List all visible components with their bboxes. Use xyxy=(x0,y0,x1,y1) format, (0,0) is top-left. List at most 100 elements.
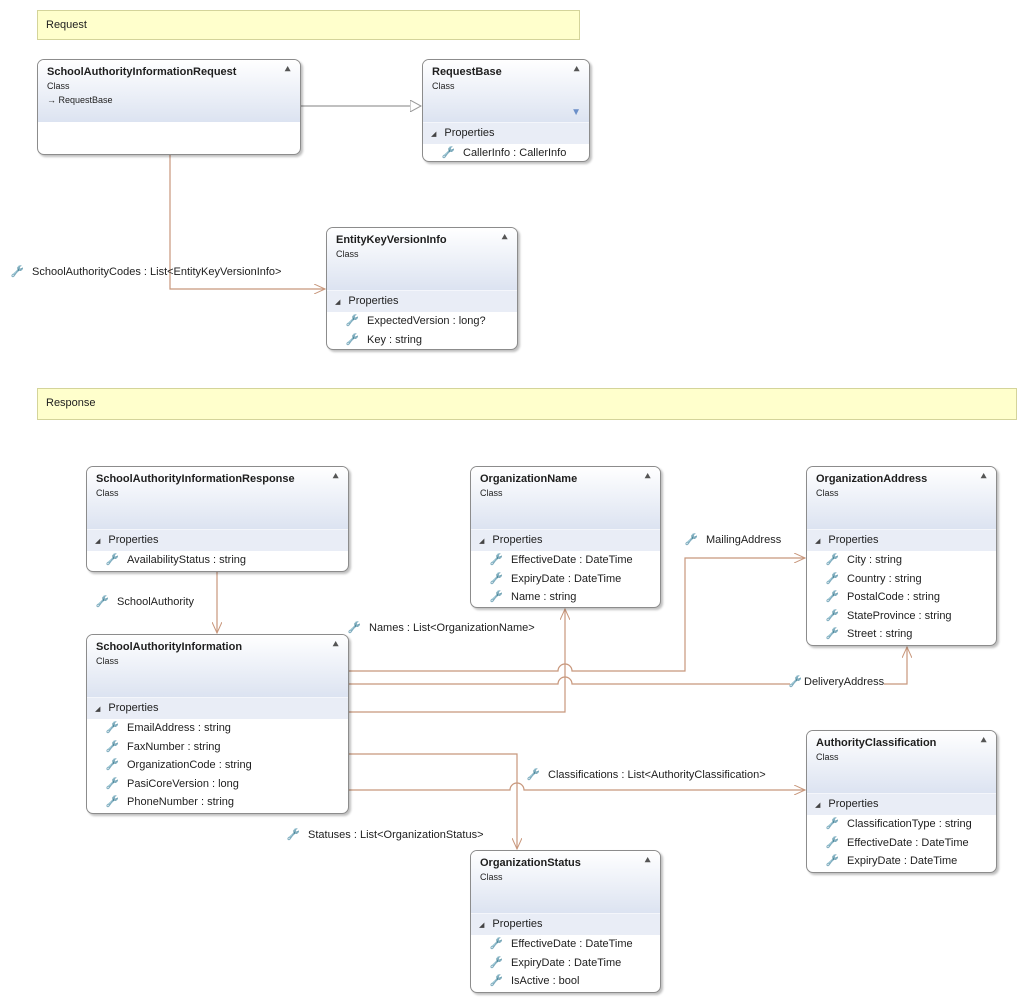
properties-section-toggle[interactable]: ◢Properties xyxy=(807,793,996,815)
collapse-chevron-icon[interactable]: ⯅ xyxy=(643,471,652,483)
wrench-icon: 🔧 xyxy=(825,818,839,830)
property-item[interactable]: 🔧AvailabilityStatus : string xyxy=(87,551,348,570)
class-name: SchoolAuthorityInformationRequest xyxy=(47,66,237,78)
properties-section-toggle[interactable]: ◢Properties xyxy=(327,290,517,312)
collapse-chevron-icon[interactable]: ⯅ xyxy=(500,232,509,244)
class-header[interactable]: EntityKeyVersionInfo Class ⯅ xyxy=(327,228,517,290)
class-shape-authclass[interactable]: AuthorityClassification Class ⯅ ◢Propert… xyxy=(806,730,997,873)
class-header[interactable]: OrganizationStatus Class ⯅ xyxy=(471,851,660,913)
collapse-chevron-icon[interactable]: ⯅ xyxy=(979,735,988,747)
property-item[interactable]: 🔧EffectiveDate : DateTime xyxy=(471,551,660,570)
properties-section-toggle[interactable]: ◢Properties xyxy=(471,529,660,551)
wrench-icon: 🔧 xyxy=(105,554,119,566)
property-item[interactable]: 🔧ExpiryDate : DateTime xyxy=(471,570,660,589)
request-comment[interactable]: Request xyxy=(37,10,580,40)
class-shape-sair[interactable]: SchoolAuthorityInformationRequest Class … xyxy=(37,59,301,155)
class-header[interactable]: AuthorityClassification Class ⯅ xyxy=(807,731,996,793)
response-comment[interactable]: Response xyxy=(37,388,1017,420)
wrench-icon: 🔧 xyxy=(489,572,503,585)
class-shape-sai[interactable]: SchoolAuthorityInformation Class ⯅ ◢Prop… xyxy=(86,634,349,814)
association-label-statuses[interactable]: 🔧Statuses : List<OrganizationStatus> xyxy=(286,829,484,841)
property-item[interactable]: 🔧CallerInfo : CallerInfo xyxy=(423,144,589,161)
property-item[interactable]: 🔧Name : string xyxy=(471,588,660,607)
property-item[interactable]: 🔧Key : string xyxy=(327,331,517,350)
collapse-chevron-icon[interactable]: ⯅ xyxy=(331,639,340,651)
wrench-icon: 🔧 xyxy=(825,855,839,867)
property-item[interactable]: 🔧StateProvince : string xyxy=(807,607,996,626)
collapse-chevron-icon[interactable]: ⯅ xyxy=(979,471,988,483)
properties-section-toggle[interactable]: ◢Properties xyxy=(471,913,660,935)
expand-triangle-icon: ◢ xyxy=(335,299,341,306)
property-item[interactable]: 🔧EffectiveDate : DateTime xyxy=(807,834,996,853)
class-kind: Class xyxy=(816,488,839,498)
wrench-icon: 🔧 xyxy=(286,829,300,841)
statuses-line xyxy=(349,753,517,849)
wrench-icon: 🔧 xyxy=(489,956,503,969)
class-shape-ekvi[interactable]: EntityKeyVersionInfo Class ⯅ ◢Properties… xyxy=(326,227,518,350)
properties-section-toggle[interactable]: ◢Properties xyxy=(807,529,996,551)
wrench-icon: 🔧 xyxy=(489,554,503,566)
class-shape-orgaddr[interactable]: OrganizationAddress Class ⯅ ◢Properties🔧… xyxy=(806,466,997,646)
property-item[interactable]: 🔧Country : string xyxy=(807,570,996,589)
class-header[interactable]: RequestBase Class ⯅ ▼ xyxy=(423,60,589,122)
class-kind: Class xyxy=(336,249,359,259)
association-label-school-authority[interactable]: 🔧SchoolAuthority xyxy=(95,596,195,608)
expand-triangle-icon: ◢ xyxy=(95,706,101,713)
property-item[interactable]: 🔧FaxNumber : string xyxy=(87,738,348,757)
property-item[interactable]: 🔧PostalCode : string xyxy=(807,588,996,607)
expand-triangle-icon: ◢ xyxy=(815,802,821,809)
properties-section-toggle[interactable]: ◢Properties xyxy=(423,122,589,144)
property-item[interactable]: 🔧EffectiveDate : DateTime xyxy=(471,935,660,954)
class-kind: Class xyxy=(47,81,70,91)
property-item[interactable]: 🔧EmailAddress : string xyxy=(87,719,348,738)
wrench-icon: 🔧 xyxy=(489,591,503,603)
property-item[interactable]: 🔧ExpiryDate : DateTime xyxy=(471,954,660,973)
association-label-classifications[interactable]: 🔧Classifications : List<AuthorityClassif… xyxy=(526,769,766,781)
class-header[interactable]: SchoolAuthorityInformationResponse Class… xyxy=(87,467,348,529)
class-header[interactable]: OrganizationAddress Class ⯅ xyxy=(807,467,996,529)
property-item[interactable]: 🔧PhoneNumber : string xyxy=(87,793,348,812)
class-header[interactable]: SchoolAuthorityInformation Class ⯅ xyxy=(87,635,348,697)
wrench-icon: 🔧 xyxy=(105,759,119,771)
property-item[interactable]: 🔧PasiCoreVersion : long xyxy=(87,775,348,794)
property-item[interactable]: 🔧ExpectedVersion : long? xyxy=(327,312,517,331)
expand-triangle-icon: ◢ xyxy=(95,538,101,545)
class-kind: Class xyxy=(480,872,503,882)
collapse-chevron-icon[interactable]: ⯅ xyxy=(643,855,652,867)
collapse-chevron-icon[interactable]: ⯅ xyxy=(331,471,340,483)
class-header[interactable]: SchoolAuthorityInformationRequest Class … xyxy=(38,60,300,122)
class-header[interactable]: OrganizationName Class ⯅ xyxy=(471,467,660,529)
property-item[interactable]: 🔧OrganizationCode : string xyxy=(87,756,348,775)
association-label-names[interactable]: 🔧Names : List<OrganizationName> xyxy=(347,622,535,634)
class-kind: Class xyxy=(432,81,455,91)
property-item[interactable]: 🔧IsActive : bool xyxy=(471,972,660,991)
properties-section-toggle[interactable]: ◢Properties xyxy=(87,529,348,551)
association-label-school-authority-codes[interactable]: 🔧SchoolAuthorityCodes : List<EntityKeyVe… xyxy=(10,266,282,278)
delivery-address-line xyxy=(349,647,907,685)
class-shape-requestbase[interactable]: RequestBase Class ⯅ ▼ ◢Properties🔧Caller… xyxy=(422,59,590,162)
property-item[interactable]: 🔧ExpiryDate : DateTime xyxy=(807,852,996,871)
properties-section-toggle[interactable]: ◢Properties xyxy=(87,697,348,719)
class-name: AuthorityClassification xyxy=(816,737,937,749)
property-item[interactable]: 🔧City : string xyxy=(807,551,996,570)
filter-icon[interactable]: ▼ xyxy=(571,107,581,118)
wrench-icon: 🔧 xyxy=(825,554,839,566)
names-line xyxy=(349,609,565,713)
wrench-icon: 🔧 xyxy=(105,777,119,790)
wrench-icon: 🔧 xyxy=(825,836,839,849)
property-item[interactable]: 🔧ClassificationType : string xyxy=(807,815,996,834)
class-shape-sairesp[interactable]: SchoolAuthorityInformationResponse Class… xyxy=(86,466,349,572)
collapse-chevron-icon[interactable]: ⯅ xyxy=(572,64,581,76)
wrench-icon: 🔧 xyxy=(95,596,109,608)
association-label-delivery-address[interactable]: 🔧DeliveryAddress xyxy=(788,675,885,688)
class-name: EntityKeyVersionInfo xyxy=(336,234,447,246)
classifications-line xyxy=(349,782,805,790)
wrench-icon: 🔧 xyxy=(825,572,839,585)
class-shape-orgstatus[interactable]: OrganizationStatus Class ⯅ ◢Properties🔧E… xyxy=(470,850,661,993)
association-label-mailing-address[interactable]: 🔧MailingAddress xyxy=(684,534,782,546)
class-shape-orgname[interactable]: OrganizationName Class ⯅ ◢Properties🔧Eff… xyxy=(470,466,661,608)
collapse-chevron-icon[interactable]: ⯅ xyxy=(283,64,292,76)
property-item[interactable]: 🔧Street : string xyxy=(807,625,996,644)
wrench-icon: 🔧 xyxy=(345,333,359,346)
